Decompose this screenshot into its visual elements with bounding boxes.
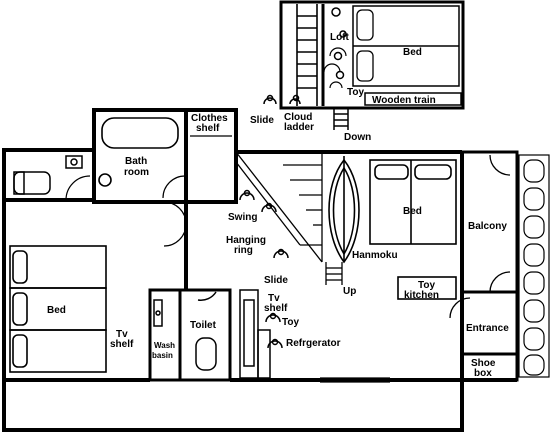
balcony-doors — [449, 154, 511, 319]
balcony-walls — [460, 150, 519, 382]
toy-kitchen-label-1: Toy — [418, 280, 435, 291]
outer-walls — [2, 108, 517, 432]
loft-cloud-icon — [289, 94, 301, 105]
tv-shelf-left-label-2: shelf — [110, 339, 134, 350]
loft-ladder — [333, 108, 349, 130]
down-label: Down — [344, 132, 371, 143]
shoe-box-label-2: box — [474, 368, 492, 379]
kitchen-counter — [239, 289, 271, 379]
left-bed-label: Bed — [47, 305, 66, 316]
hammock — [328, 156, 360, 264]
wooden-train-label: Wooden train — [372, 95, 436, 106]
balcony-label: Balcony — [468, 221, 507, 232]
loft-slide-icon — [263, 94, 277, 105]
tv-shelf-center-label-2: shelf — [264, 303, 288, 314]
clothes-shelf-label-2: shelf — [196, 123, 220, 134]
cloud-ladder-label-2: ladder — [284, 122, 314, 133]
loft-slide-label: Slide — [250, 115, 274, 126]
loft-toy-icons — [331, 7, 347, 80]
bathroom-label-1: Bath — [125, 156, 147, 167]
interior-doors — [163, 201, 187, 247]
right-bed-label: Bed — [403, 206, 422, 217]
toilet-label: Toilet — [190, 320, 217, 331]
shoe-box-label-1: Shoe — [471, 358, 496, 369]
entrance-label: Entrance — [466, 323, 509, 334]
loft-toy-label: Toy — [347, 87, 364, 98]
loft-area — [279, 0, 465, 130]
right-bed — [369, 159, 457, 245]
small-toilet-room — [13, 155, 91, 201]
refrigerator-label: Refrgerator — [286, 338, 341, 349]
bathroom-fixtures — [98, 117, 186, 199]
cloud-ladder-label-1: Cloud — [284, 112, 312, 123]
left-bed — [9, 245, 107, 373]
toilet-fixtures — [153, 291, 217, 371]
wash-toilet-walls — [148, 288, 232, 382]
tv-shelf-left-label-1: Tv — [116, 329, 128, 340]
hanging-ring-label-1: Hanging — [226, 235, 266, 246]
swing-label: Swing — [228, 212, 257, 223]
toy-kitchen-box — [397, 276, 457, 300]
hall-partitions — [186, 152, 238, 204]
sliding-door — [320, 377, 390, 383]
cloud-ladder — [296, 4, 318, 106]
loft-label: Loft — [330, 32, 350, 43]
bathroom-label-2: room — [124, 167, 149, 178]
toy-kitchen-label-2: kitchen — [404, 290, 439, 301]
loft-bed-label: Bed — [403, 47, 422, 58]
slide-label: Slide — [264, 275, 288, 286]
hanmoku-label: Hanmoku — [352, 250, 398, 261]
wash-basin-label-1: Wash — [154, 341, 175, 350]
toy-label: Toy — [282, 317, 299, 328]
clothes-shelf-label-1: Clothes — [191, 113, 228, 124]
hanging-ring-label-2: ring — [234, 245, 253, 256]
play-icons — [239, 189, 289, 349]
up-label: Up — [343, 286, 356, 297]
loft-swing-arcs — [323, 47, 347, 89]
tv-shelf-center-label-1: Tv — [268, 293, 280, 304]
balcony-planters — [518, 154, 550, 378]
wash-basin-label-2: basin — [152, 351, 173, 360]
